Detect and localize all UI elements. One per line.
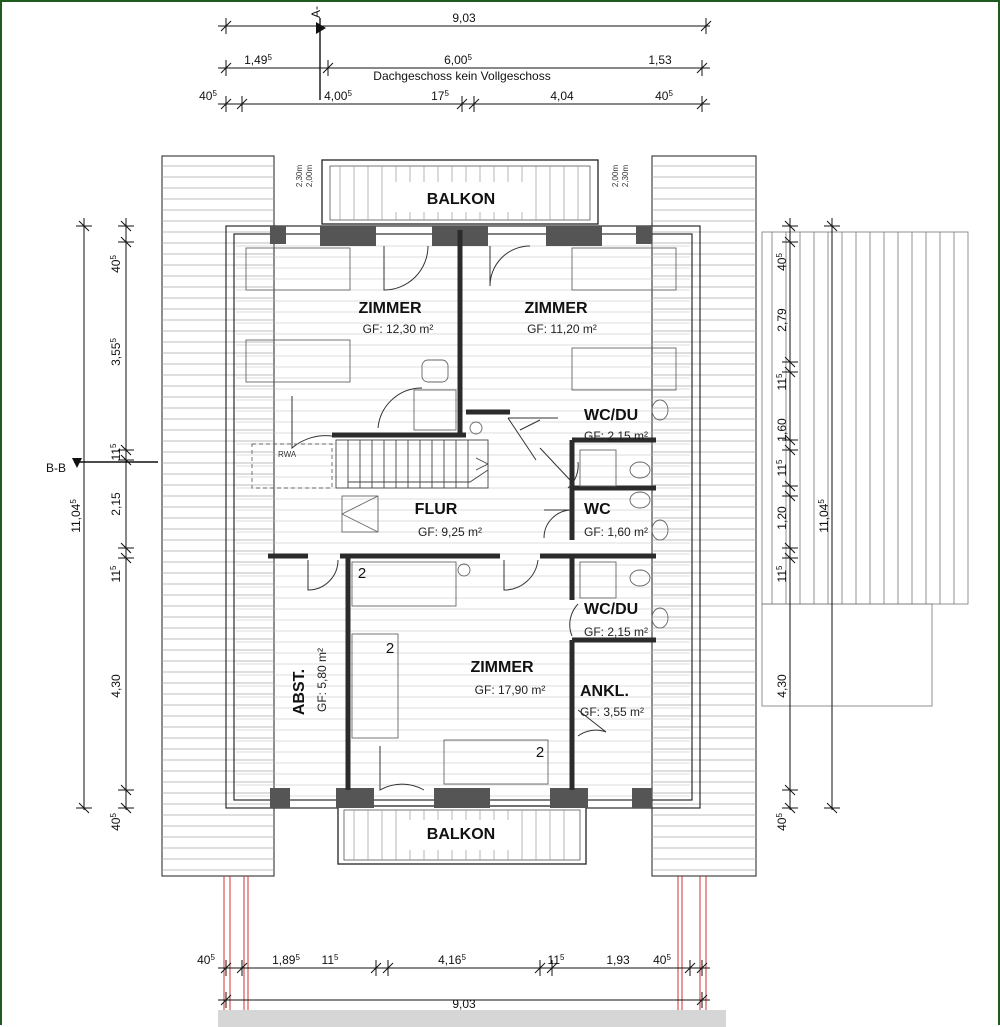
dim-right-2: 2,79 — [775, 308, 789, 332]
dim-top-row3-c: 175 — [431, 89, 449, 103]
dim-left-overall: 11,045 — [69, 499, 83, 533]
room-wcdu-1: WC/DU — [584, 407, 638, 424]
dim-overall-top: 9,03 — [452, 11, 476, 25]
left-dimension-texts: 405 3,555 115 2,15 115 4,30 405 11,045 B… — [46, 255, 123, 831]
dim-right-3: 115 — [775, 373, 789, 390]
room-zimmer-3: ZIMMER — [470, 659, 534, 676]
right-dimension-texts: 405 2,79 115 1,60 115 1,20 115 4,30 405 … — [775, 253, 831, 831]
bed-number-3: 2 — [536, 744, 544, 761]
room-wc: WC — [584, 501, 611, 518]
room-zimmer-2-area: GF: 11,20 m² — [527, 322, 597, 336]
dim-right-1: 405 — [775, 253, 789, 271]
room-zimmer-1-area: GF: 12,30 m² — [363, 322, 434, 336]
dim-top-row2-a: 1,495 — [244, 53, 272, 67]
balcony-top — [321, 159, 599, 225]
interior-walls — [268, 230, 656, 790]
dim-top-row3-b: 4,005 — [324, 89, 352, 103]
dim-right-overall: 11,045 — [817, 499, 831, 533]
top-dimension-texts: 9,03 A- 1,495 6,005 1,53 Dachgeschoss ke… — [199, 6, 673, 103]
dim-top-row3-a: 405 — [199, 89, 217, 103]
dim-overall-bottom: 9,03 — [452, 997, 476, 1011]
dim-bottom-f: 1,93 — [606, 953, 630, 967]
room-ankl: ANKL. — [580, 683, 629, 700]
height-mark-2: 2,00m — [305, 165, 314, 188]
room-ankl-area: GF: 3,55 m² — [580, 705, 644, 719]
room-abst-area: GF: 5,80 m² — [315, 648, 329, 712]
section-a-label: A- — [309, 6, 323, 18]
room-balkon-bottom: BALKON — [427, 826, 495, 843]
room-wc-area: GF: 1,60 m² — [584, 525, 648, 539]
height-marks: 2,30m 2,00m 2,00m 2,30m — [295, 165, 630, 188]
room-wcdu-2: WC/DU — [584, 601, 638, 618]
bed-number-1: 2 — [358, 565, 366, 582]
roof-left — [161, 155, 275, 877]
section-b-marker — [72, 458, 158, 468]
room-flur-area: GF: 9,25 m² — [418, 525, 482, 539]
dim-bottom-b: 1,895 — [272, 953, 300, 967]
dim-right-7: 115 — [775, 565, 789, 582]
dim-bottom-d: 4,165 — [438, 953, 466, 967]
dimension-lines — [76, 18, 840, 1008]
height-mark-4: 2,30m — [621, 165, 630, 188]
section-a-marker — [316, 18, 326, 100]
room-labels: BALKON ZIMMER GF: 12,30 m² ZIMMER GF: 11… — [278, 191, 648, 843]
dim-right-5: 115 — [775, 459, 789, 476]
balcony-bottom — [337, 805, 587, 865]
dim-top-row2-c: 1,53 — [648, 53, 672, 67]
room-zimmer-3-area: GF: 17,90 m² — [475, 683, 546, 697]
roof-right — [651, 155, 757, 877]
horizontal-scrollbar[interactable] — [218, 1010, 726, 1027]
wall-columns — [270, 226, 652, 808]
dim-left-3: 115 — [109, 443, 123, 460]
room-balkon-top: BALKON — [427, 191, 495, 208]
dim-bottom-a: 405 — [197, 953, 215, 967]
section-b-label: B-B — [46, 461, 66, 475]
bed-number-2: 2 — [386, 640, 394, 657]
dim-bottom-e: 115 — [548, 953, 565, 967]
room-abst: ABST. — [291, 669, 308, 715]
dim-top-row3-d: 4,04 — [550, 89, 574, 103]
dim-top-row2-b: 6,005 — [444, 53, 472, 67]
bottom-dimension-texts: 405 1,895 115 4,165 115 1,93 405 9,03 — [197, 953, 671, 1011]
rwa-label: RWA — [278, 450, 297, 459]
staircase — [335, 439, 489, 489]
dim-bottom-g: 405 — [653, 953, 671, 967]
doors — [291, 245, 607, 791]
downpipes — [223, 876, 707, 1010]
dim-right-4: 1,60 — [775, 418, 789, 442]
room-zimmer-1: ZIMMER — [358, 300, 422, 317]
walls — [225, 225, 701, 809]
room-wcdu-2-area: GF: 2,15 m² — [584, 625, 648, 639]
dim-left-5: 115 — [109, 565, 123, 582]
room-zimmer-2: ZIMMER — [524, 300, 588, 317]
height-mark-3: 2,00m — [611, 165, 620, 188]
dim-left-6: 4,30 — [109, 674, 123, 698]
room-wcdu-1-area: GF: 2,15 m² — [584, 429, 648, 443]
height-mark-1: 2,30m — [295, 165, 304, 188]
dim-left-2: 3,555 — [109, 338, 123, 366]
dim-right-6: 1,20 — [775, 506, 789, 530]
floor-caption: Dachgeschoss kein Vollgeschoss — [373, 69, 550, 83]
dim-left-4: 2,15 — [109, 492, 123, 516]
dim-right-9: 405 — [775, 813, 789, 831]
dim-left-1: 405 — [109, 255, 123, 273]
furniture — [245, 247, 677, 785]
dim-bottom-c: 115 — [322, 953, 339, 967]
terrace-right — [761, 231, 969, 707]
room-flur: FLUR — [415, 501, 458, 518]
dim-left-7: 405 — [109, 813, 123, 831]
dim-right-8: 4,30 — [775, 674, 789, 698]
dim-top-row3-e: 405 — [655, 89, 673, 103]
